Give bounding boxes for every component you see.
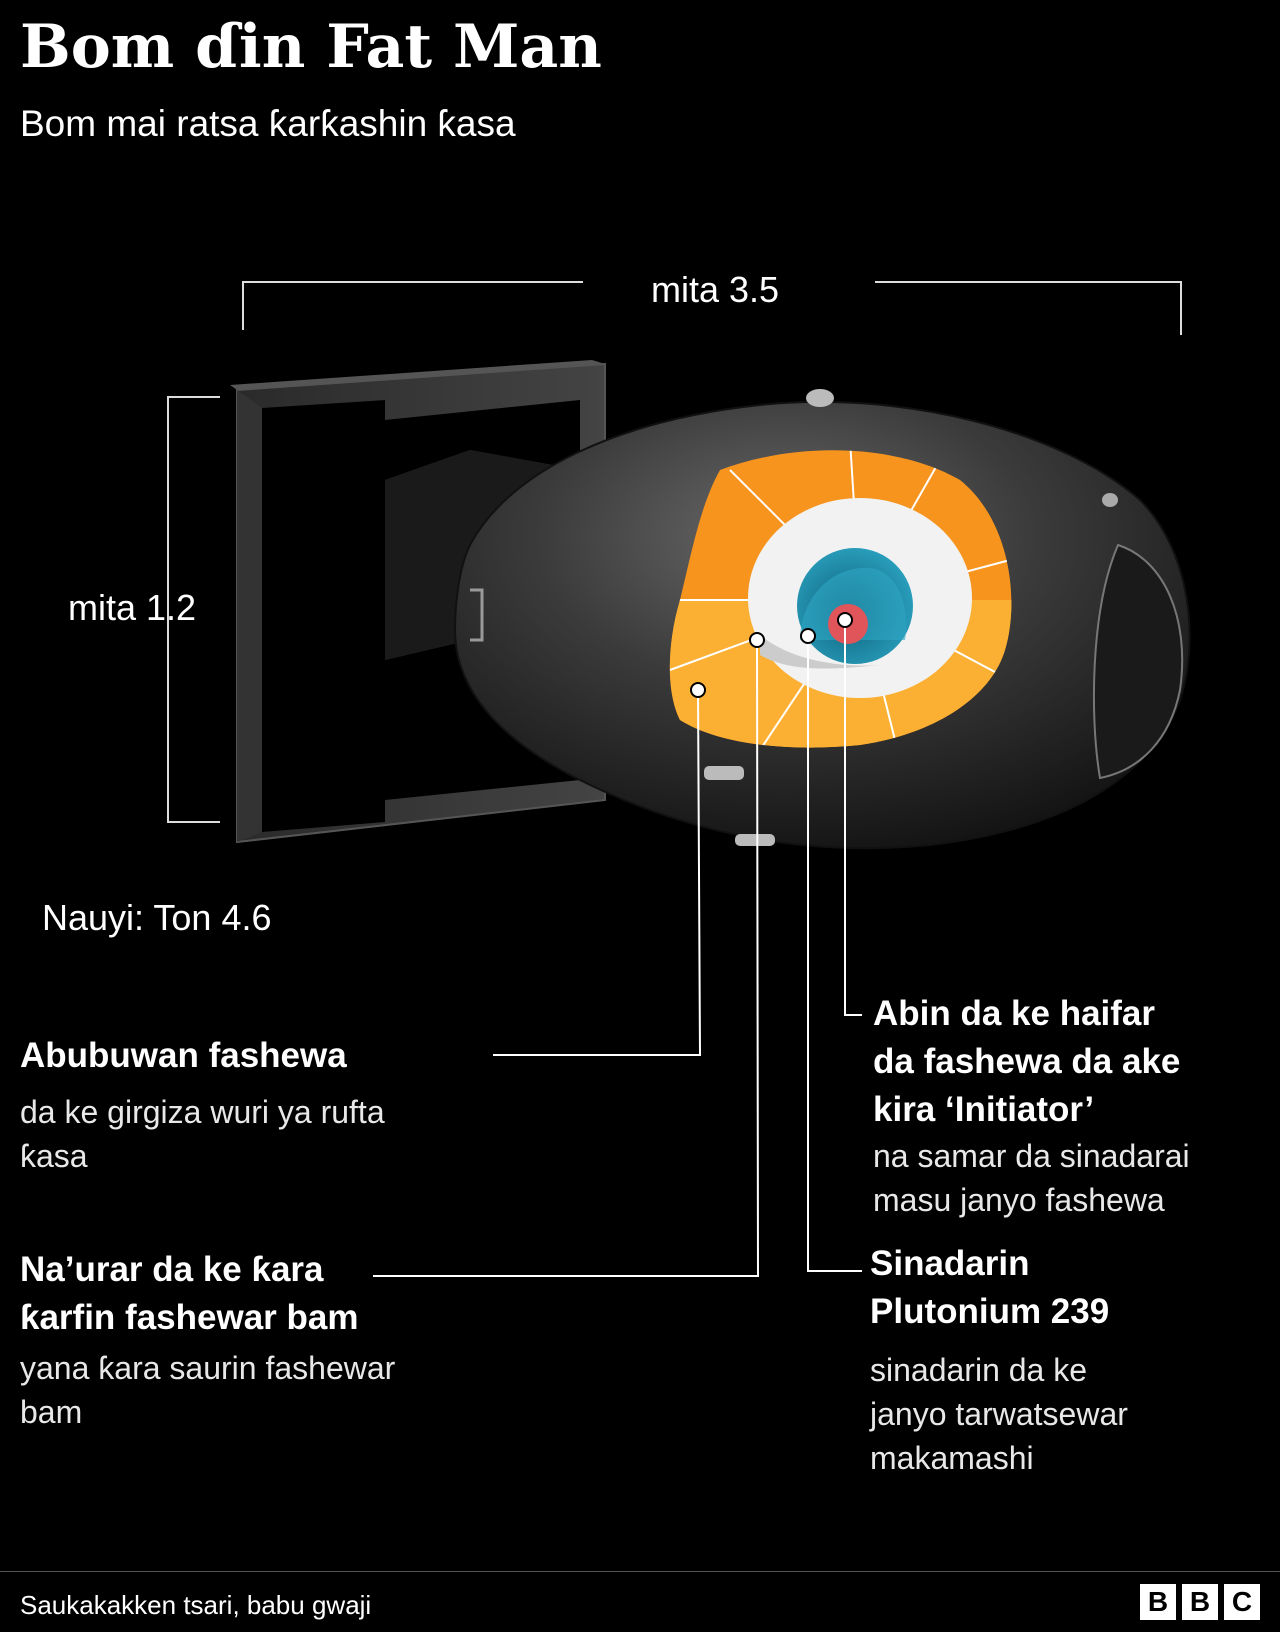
source-note: Saukakakken tsari, babu gwaji (20, 1590, 372, 1620)
callout-tamper-desc-1: yana ƙara saurin fashewar (20, 1350, 396, 1386)
callout-explosives: Abubuwan fashewa da ke girgiza wuri ya r… (20, 1032, 385, 1178)
callout-plutonium-desc-2: janyo tarwatsewar (870, 1396, 1128, 1432)
callout-plutonium-title-2: Plutonium 239 (870, 1292, 1110, 1331)
leader-lines (373, 620, 862, 1277)
callout-tamper-title-2: ƙarfin fashewar bam (20, 1298, 359, 1337)
callout-tamper: Na’urar da ke ƙara ƙarfin fashewar bam y… (20, 1246, 395, 1434)
page-subtitle: Bom mai ratsa ƙarƙashin ƙasa (20, 103, 516, 144)
callout-plutonium: Sinadarin Plutonium 239 sinadarin da ke … (870, 1240, 1128, 1480)
height-label: mita 1.2 (68, 587, 197, 628)
callout-plutonium-desc-1: sinadarin da ke (870, 1352, 1088, 1388)
callout-plutonium-title-1: Sinadarin (870, 1244, 1030, 1283)
bbc-logo-b2: B (1182, 1584, 1218, 1620)
callout-initiator-title-3: kira ‘Initiator’ (873, 1090, 1095, 1129)
cutaway-core (669, 450, 1012, 748)
callout-initiator-desc-1: na samar da sinadarai (873, 1138, 1190, 1174)
length-bracket (242, 281, 1182, 335)
callout-explosives-title: Abubuwan fashewa (20, 1036, 347, 1075)
callout-initiator: Abin da ke haifar da fashewa da ake kira… (873, 990, 1190, 1222)
leader-dots (690, 612, 853, 698)
callout-explosives-desc-2: ƙasa (20, 1138, 88, 1174)
callout-explosives-desc-1: da ke girgiza wuri ya rufta (20, 1094, 385, 1130)
callout-tamper-title-1: Na’urar da ke ƙara (20, 1250, 324, 1289)
callout-initiator-desc-2: masu janyo fashewa (873, 1182, 1165, 1218)
page-title: Bom ɗin Fat Man (20, 12, 602, 82)
weight-label: Nauyi: Ton 4.6 (42, 897, 272, 938)
bbc-logo-b1: B (1140, 1584, 1176, 1620)
callout-tamper-desc-2: bam (20, 1394, 83, 1430)
callout-plutonium-desc-3: makamashi (870, 1440, 1034, 1476)
height-bracket (167, 396, 220, 823)
callout-initiator-title-1: Abin da ke haifar (873, 994, 1156, 1033)
length-label: mita 3.5 (651, 269, 780, 310)
bbc-logo-c: C (1224, 1584, 1260, 1620)
callout-initiator-title-2: da fashewa da ake (873, 1042, 1181, 1081)
footer-divider (0, 1571, 1280, 1572)
